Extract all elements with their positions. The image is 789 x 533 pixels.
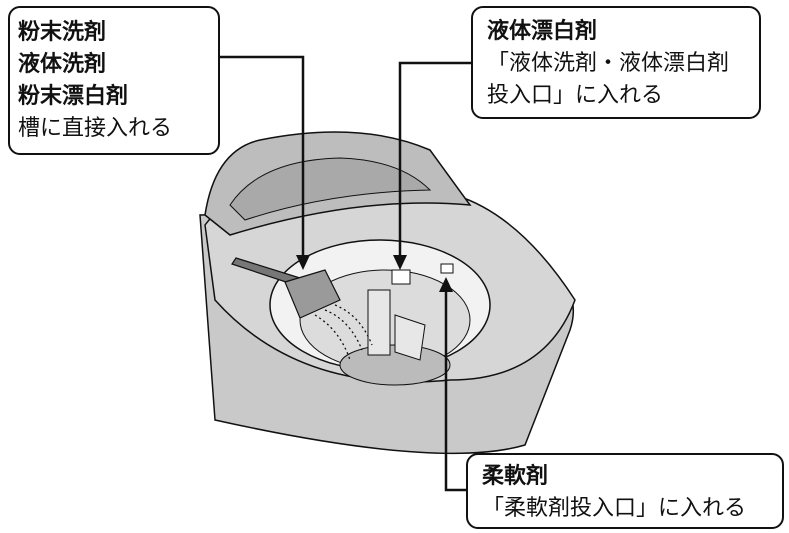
arrow-liquid — [393, 255, 407, 270]
label-softener-line1: 「柔軟剤投入口」に入れる — [482, 496, 747, 521]
label-powder-bleach: 粉末漂白剤 — [18, 84, 129, 109]
callout-liquid-bleach: 液体漂白剤 「液体洗剤・液体漂白剤 投入口」に入れる — [471, 6, 761, 119]
label-softener-title: 柔軟剤 — [482, 464, 549, 489]
arrow-softener — [439, 277, 453, 292]
lid-inner — [229, 157, 432, 221]
arrow-powder — [296, 255, 310, 270]
label-liquid-bleach-title: 液体漂白剤 — [487, 19, 598, 44]
callout-softener: 柔軟剤 「柔軟剤投入口」に入れる — [466, 453, 784, 529]
label-powder-detergent: 粉末洗剤 — [18, 20, 107, 45]
label-put-directly-in-tub: 槽に直接入れる — [18, 116, 173, 141]
softener-inlet — [440, 263, 454, 274]
leader-line-softener — [444, 285, 466, 492]
label-liquid-detergent: 液体洗剤 — [18, 52, 107, 77]
agitator — [367, 289, 391, 356]
agitator-fin — [394, 314, 426, 361]
scoop-cup — [284, 269, 341, 319]
label-liquid-bleach-line2: 投入口」に入れる — [487, 83, 664, 108]
pouring-dots — [314, 304, 373, 361]
label-liquid-bleach-line1: 「液体洗剤・液体漂白剤 — [487, 51, 730, 76]
leader-line-powder — [220, 55, 305, 262]
leader-line-liquid — [398, 61, 471, 262]
callout-powder-detergent: 粉末洗剤 液体洗剤 粉末漂白剤 槽に直接入れる — [8, 6, 220, 155]
dispenser-inlet — [391, 269, 411, 285]
